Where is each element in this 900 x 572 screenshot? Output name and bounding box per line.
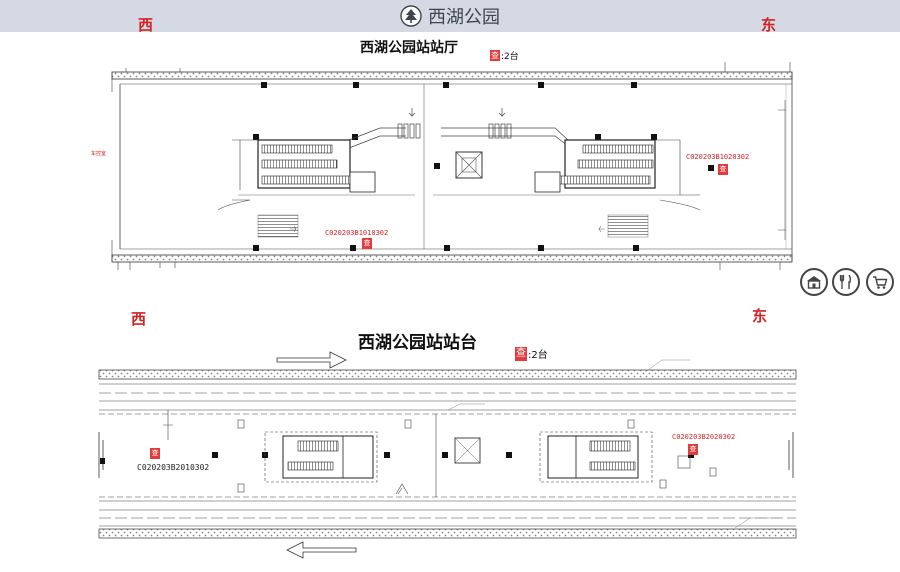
concourse-device-count: 查 :2台 [490,49,519,62]
concourse-east-label: 东 [761,16,777,34]
header-bar [0,0,900,32]
restaurant-icon[interactable] [832,268,860,296]
platform-device-2-code: C020203B2020302 [672,433,736,441]
concourse-plan [111,62,793,270]
platform-east-label: 东 [752,307,768,325]
concourse-device-1-code: C020203B1010302 [325,229,389,237]
station-name: 西湖公园 [428,7,500,28]
concourse-title: 西湖公园站站厅 [360,40,458,56]
concourse-south-wall [111,254,793,263]
concourse-columns [253,82,714,251]
platform-device-1-marker[interactable]: 查 [150,448,160,459]
concourse-west-label: 西 [138,16,154,34]
concourse-room-label: 车控室 [91,151,107,157]
station-logo-icon [400,5,422,27]
device-tag-icon: 查 [490,50,500,61]
platform-device-1-code: C020203B2010302 [137,463,210,472]
concourse-device-2-marker[interactable]: 查 [718,164,728,175]
direction-arrow-east-icon [276,351,347,369]
fare-gates [397,108,512,139]
concourse-north-wall [111,71,793,80]
platform-plan [98,351,797,559]
platform-device-2-marker[interactable]: 查 [688,444,698,455]
platform-count-text: :2台 [528,350,548,361]
device-tag-icon: 查 [515,346,527,361]
station-header: 西湖公园 [0,0,900,32]
concourse-device-1-marker[interactable]: 查 [362,238,372,249]
concourse-count-text: :2台 [501,52,519,62]
platform-title: 西湖公园站站台 [358,333,477,353]
shop-icon[interactable] [800,268,828,296]
platform-west-label: 西 [131,310,147,328]
shopping-cart-icon[interactable] [866,268,894,296]
platform-device-count: 查 :2台 [515,346,548,361]
direction-arrow-west-icon [286,541,357,559]
concourse-device-2-code: C020203B1020302 [686,153,750,161]
